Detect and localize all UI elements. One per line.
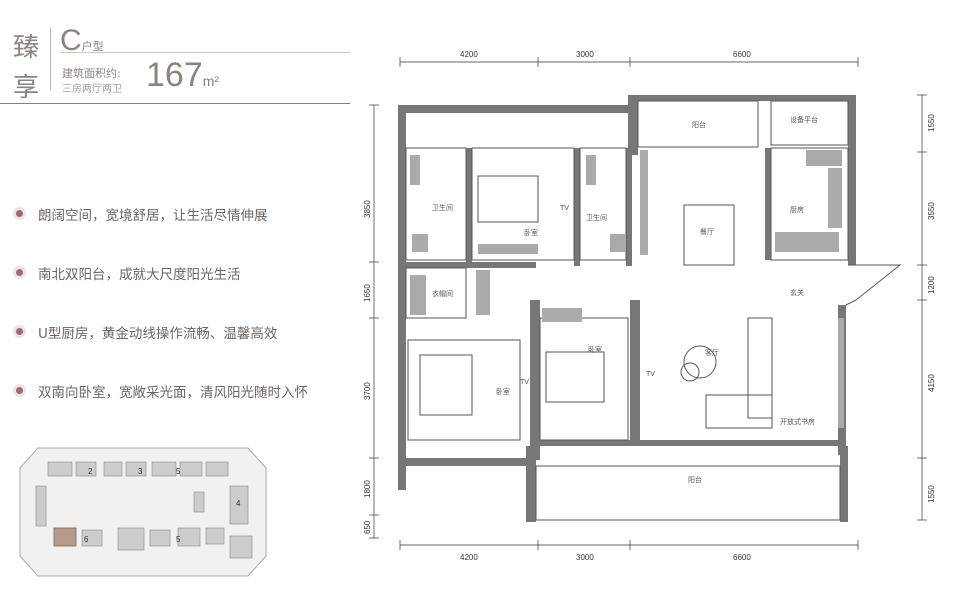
fixtures xyxy=(410,150,844,428)
dim-top-2: 3000 xyxy=(576,50,594,59)
room-entrance: 玄关 xyxy=(790,288,804,297)
area-label: 建筑面积约: xyxy=(62,67,121,80)
bullet-icon xyxy=(16,269,23,276)
room-dining: 餐厅 xyxy=(700,227,714,236)
key-number: 5 xyxy=(176,467,181,476)
title-char-2: 享 xyxy=(12,73,39,103)
room-master: 卧室 xyxy=(496,387,510,396)
dim-bottom-1: 4200 xyxy=(460,553,478,562)
key-number: 2 xyxy=(88,467,93,476)
dim-top-1: 4200 xyxy=(460,50,478,59)
bullet-icon xyxy=(16,210,23,217)
dim-right-5: 1550 xyxy=(927,485,936,503)
key-plan-units xyxy=(35,461,253,559)
key-plan: 2 3 5 4 6 5 xyxy=(19,447,267,577)
room-bath-2: 卫生间 xyxy=(586,213,607,222)
title-divider xyxy=(50,28,51,90)
dim-right-4: 4150 xyxy=(927,374,936,392)
area-value-block: 167m² xyxy=(146,56,219,95)
room-tv-3: TV xyxy=(645,370,655,378)
dim-bottom-2: 3000 xyxy=(576,553,594,562)
unit-letter: C xyxy=(60,24,82,57)
room-kitchen: 厨房 xyxy=(790,205,804,214)
room-equipment: 设备平台 xyxy=(790,115,818,124)
key-number: 3 xyxy=(138,467,143,476)
room-bed-2: 卧室 xyxy=(588,345,602,354)
room-living: 客厅 xyxy=(705,348,719,357)
dim-left-4: 1800 xyxy=(363,480,372,498)
dimension-labels: 4200 3000 6600 4200 3000 6600 3850 1650 … xyxy=(363,50,936,562)
room-labels: 阳台 设备平台 卫生间 卧室 TV 卫生间 餐厅 厨房 玄关 衣帽间 卧室 客厅… xyxy=(432,115,818,484)
dim-bottom-3: 6600 xyxy=(733,553,751,562)
room-balcony-north: 阳台 xyxy=(692,120,706,129)
title-char-1: 臻 xyxy=(12,33,39,63)
key-plan-numbers: 2 3 5 4 6 5 xyxy=(84,467,241,544)
walls xyxy=(398,95,856,522)
header-rule xyxy=(0,103,350,104)
dim-left-5: 650 xyxy=(363,520,372,534)
area-unit: m² xyxy=(202,73,220,89)
key-number: 5 xyxy=(176,535,181,544)
dim-top-3: 6600 xyxy=(733,50,751,59)
area-value: 167 xyxy=(146,56,203,94)
room-config: 三房两厅两卫 xyxy=(62,84,122,95)
room-balcony-south: 阳台 xyxy=(688,475,702,484)
unit-suffix: 户型 xyxy=(81,40,104,53)
bullet-icon xyxy=(16,328,23,335)
dim-right-1: 1550 xyxy=(927,114,936,132)
room-tv-2: TV xyxy=(519,378,529,386)
key-plan-highlight xyxy=(53,527,77,547)
key-number: 4 xyxy=(236,499,241,508)
room-study: 开放式书房 xyxy=(780,417,815,426)
key-plan-outline xyxy=(19,447,267,577)
dim-right-3: 1200 xyxy=(927,276,936,294)
dim-right-2: 3550 xyxy=(927,202,936,220)
key-number: 6 xyxy=(84,535,89,544)
side-title: 臻 享 xyxy=(8,28,44,108)
dimension-lines xyxy=(369,57,927,550)
unit-type: C户型 xyxy=(60,24,104,58)
room-bath-1: 卫生间 xyxy=(432,203,453,212)
room-tv-1: TV xyxy=(559,204,569,212)
interior-lines xyxy=(405,100,902,521)
room-bed-1: 卧室 xyxy=(524,228,538,237)
room-closet: 衣帽间 xyxy=(432,289,453,298)
dim-left-3: 3700 xyxy=(363,382,372,400)
area-underline xyxy=(60,52,350,53)
bullet-icon xyxy=(16,387,23,394)
dim-left-2: 1650 xyxy=(363,284,372,302)
dim-left-1: 3850 xyxy=(363,200,372,218)
